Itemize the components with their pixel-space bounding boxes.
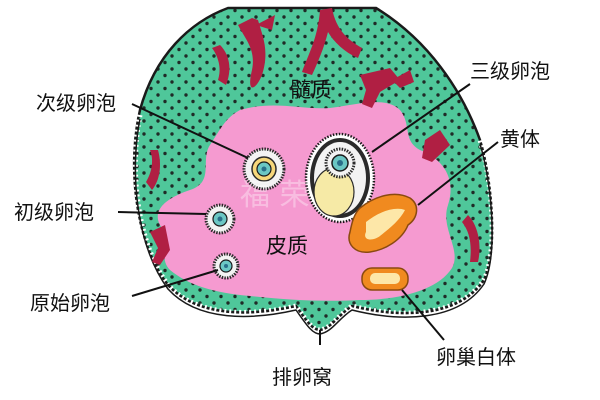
- tertiary-follicle: [304, 132, 376, 224]
- label-secondary-follicle: 次级卵泡: [36, 91, 116, 115]
- label-corpus-albicans: 卵巢白体: [436, 345, 516, 369]
- label-tertiary-follicle: 三级卵泡: [470, 59, 550, 83]
- cortex-region: [157, 102, 455, 301]
- secondary-follicle: [242, 147, 286, 191]
- corpus-luteum: [348, 193, 418, 253]
- label-medulla: 髓质: [290, 78, 332, 102]
- label-primordial-follicle: 原始卵泡: [30, 291, 110, 315]
- label-ovulation-fossa: 排卵窝: [272, 365, 332, 389]
- corpus-albicans: [361, 267, 409, 291]
- leader-corpus-albicans: [401, 289, 445, 341]
- leader-lines: [117, 83, 499, 345]
- leader-primordial-follicle: [131, 269, 219, 297]
- primary-follicle: [204, 203, 236, 235]
- label-primary-follicle: 初级卵泡: [14, 200, 94, 224]
- leader-corpus-luteum: [417, 141, 499, 206]
- label-cortex: 皮质: [266, 234, 308, 258]
- label-corpus-luteum: 黄体: [500, 127, 540, 151]
- primordial-follicle: [212, 252, 240, 280]
- surface-epithelium: [132, 114, 495, 333]
- watermark: 福 荣: [240, 178, 310, 213]
- leader-secondary-follicle: [131, 103, 249, 159]
- blood-vessels: [146, 8, 480, 265]
- leader-tertiary-follicle: [371, 83, 471, 153]
- leader-primary-follicle: [117, 211, 207, 215]
